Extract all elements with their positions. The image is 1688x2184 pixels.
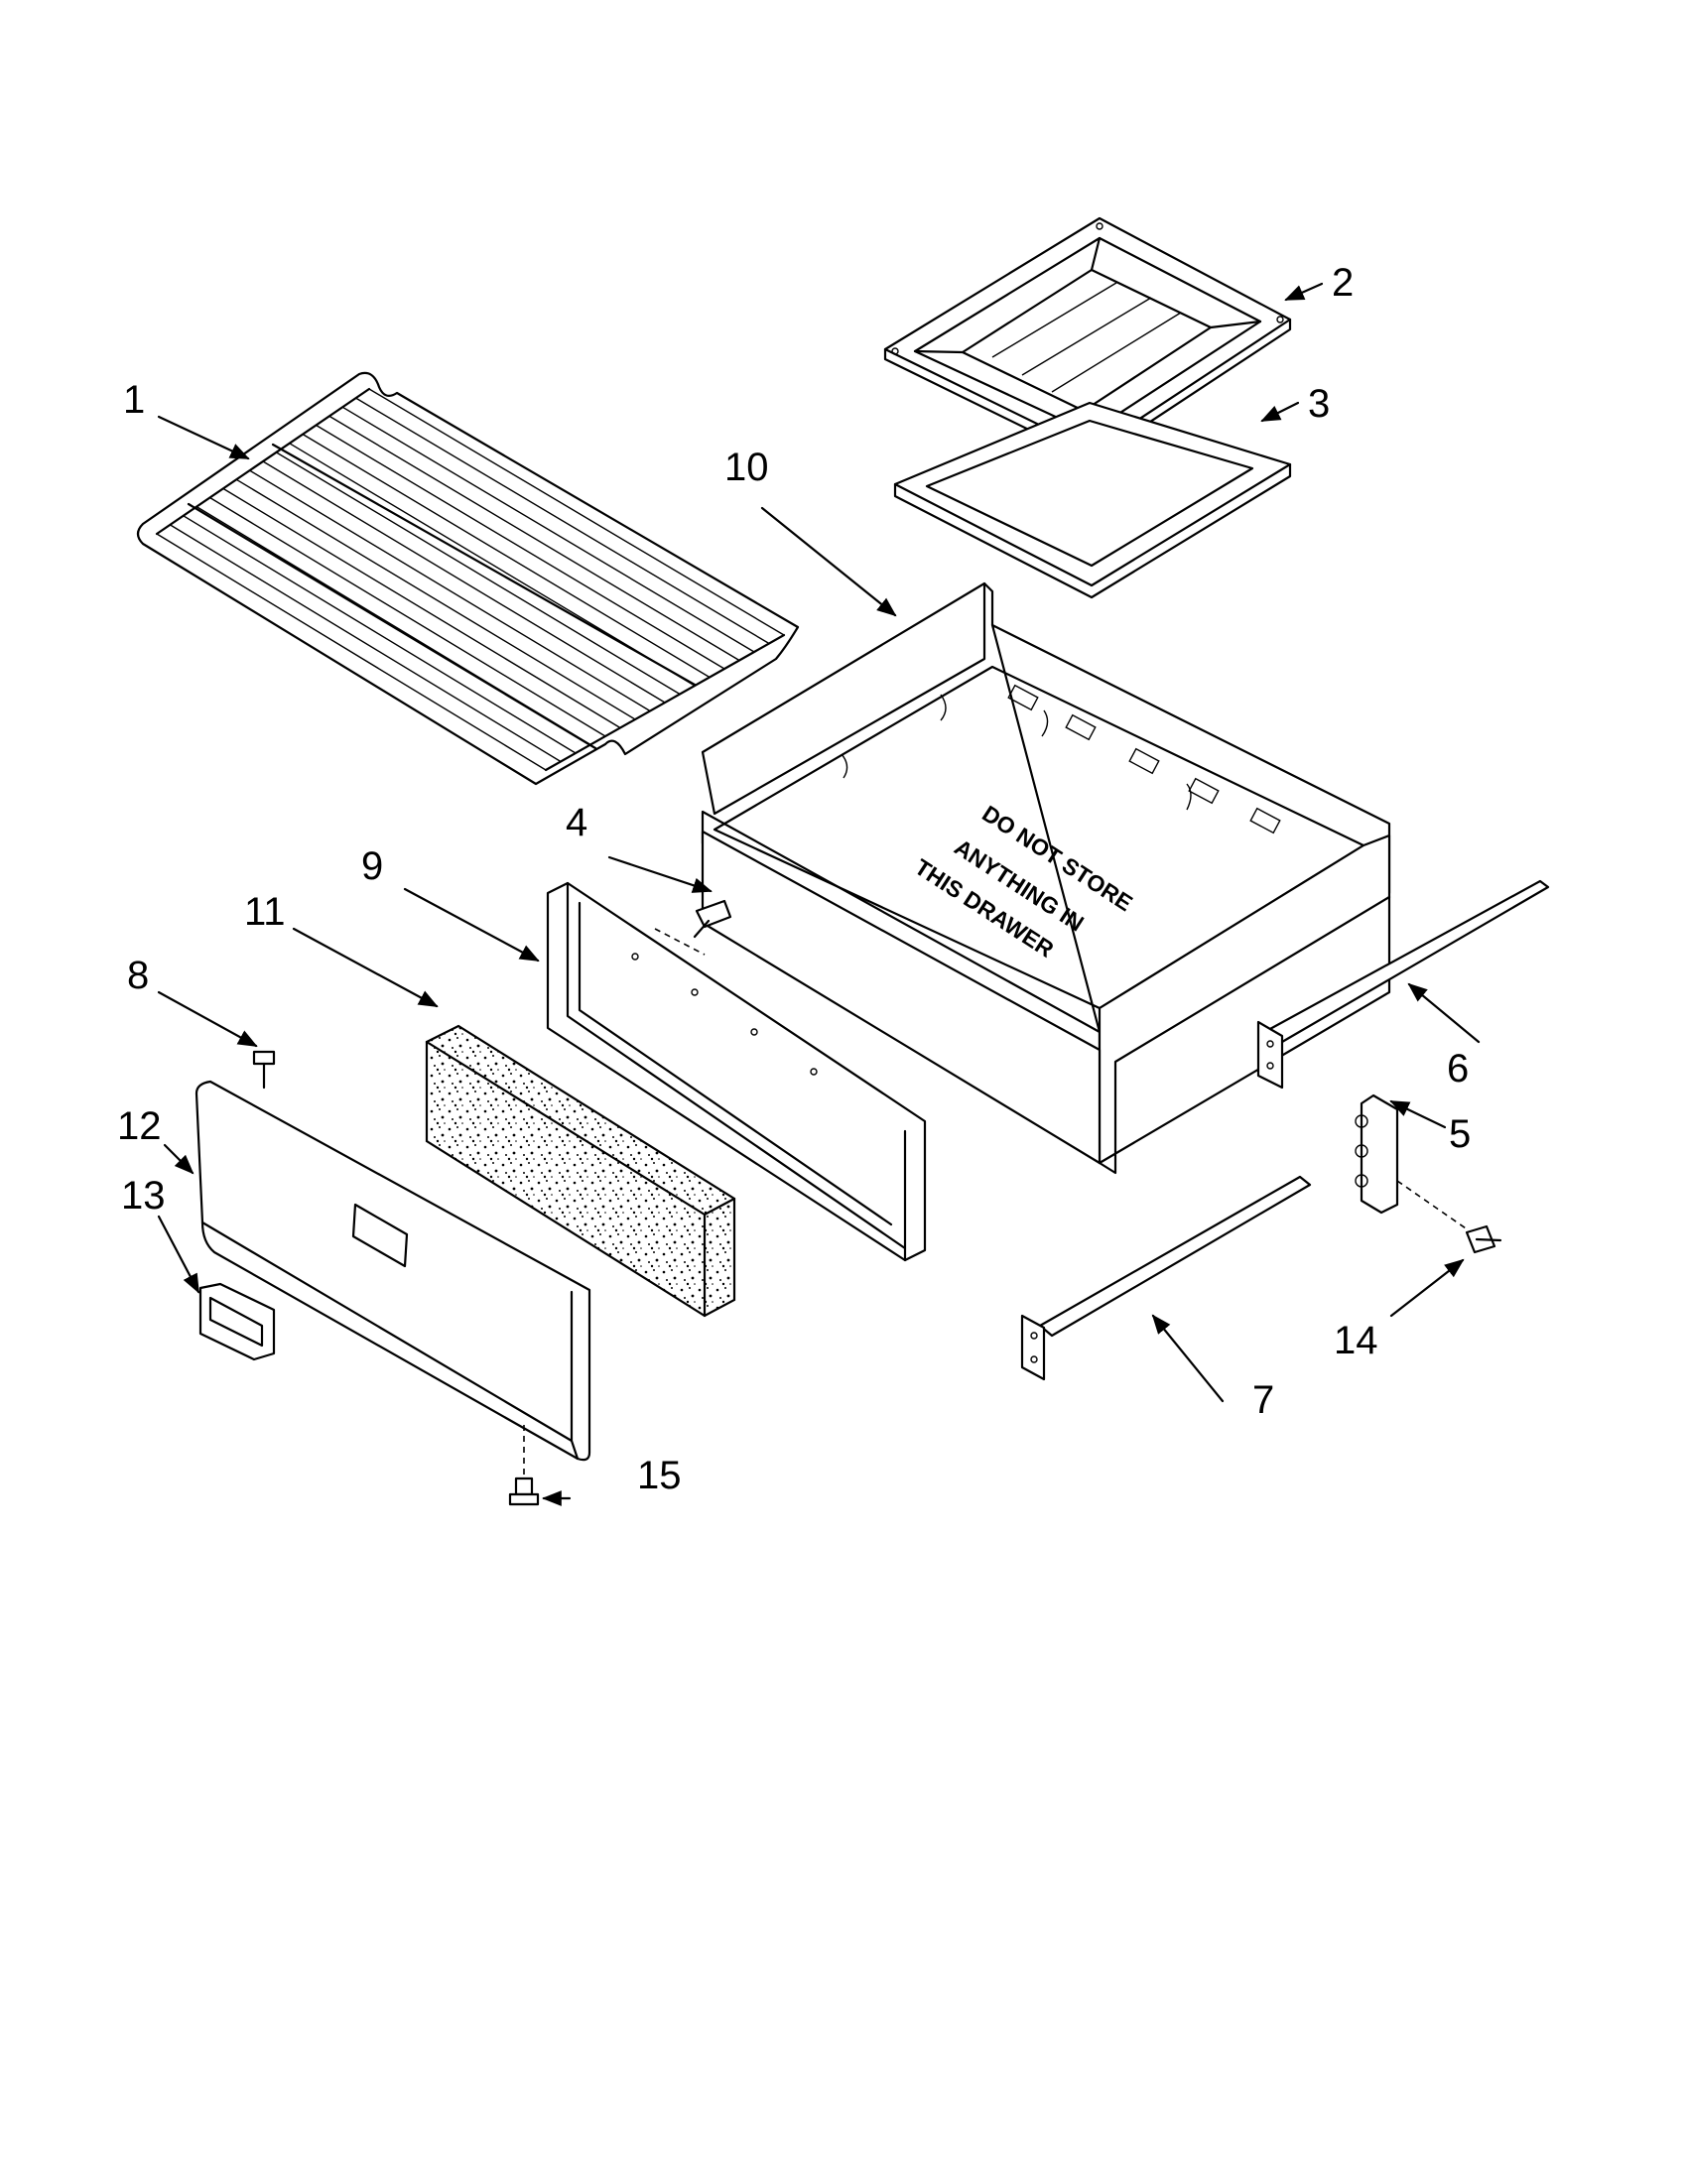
drawer-handle (198, 1282, 276, 1361)
right-drawer-slide (1256, 879, 1550, 1090)
front-panel-screw (693, 899, 732, 939)
rack-wire (276, 451, 681, 696)
callout-11: 11 (244, 890, 286, 934)
callout-9: 9 (361, 844, 383, 888)
callout-13: 13 (121, 1174, 166, 1218)
drawer-gasket (893, 401, 1292, 599)
warming-drawer-box: DO NOT STORE ANYTHING IN THIS DRAWER (701, 581, 1391, 1175)
callout-15: 15 (637, 1454, 682, 1497)
callout-5: 5 (1449, 1112, 1471, 1156)
callout-8: 8 (127, 954, 149, 997)
oven-rack (136, 371, 800, 786)
callout-6: 6 (1447, 1047, 1469, 1091)
rack-wire (249, 469, 651, 712)
rack-wire (328, 415, 740, 662)
callout-7: 7 (1252, 1378, 1274, 1422)
rack-wire (316, 424, 725, 670)
callout-4: 4 (566, 801, 587, 844)
rack-wire (341, 406, 755, 653)
top-screw (252, 1050, 276, 1090)
callout-1: 1 (123, 378, 145, 422)
rack-wire (368, 388, 785, 636)
rack-wire (183, 515, 577, 754)
leader-lines (157, 282, 1481, 1506)
rack-wire (222, 487, 621, 729)
rack-wire (170, 524, 562, 763)
rack-wire (235, 478, 636, 720)
callout-12: 12 (117, 1104, 162, 1148)
callout-10: 10 (724, 446, 769, 489)
callout-3: 3 (1308, 382, 1330, 426)
callout-14: 14 (1334, 1319, 1378, 1362)
rack-wire (156, 533, 547, 771)
rack-wire (355, 397, 770, 645)
rack-wire (302, 433, 711, 679)
rack-wire (209, 496, 606, 737)
slide-bracket (1355, 1093, 1470, 1231)
bracket-screw (1465, 1224, 1502, 1254)
outer-drawer-front (195, 1080, 591, 1462)
drawer-insulation (425, 1024, 736, 1318)
inner-drawer-front (546, 881, 927, 1262)
bottom-screw (508, 1425, 540, 1506)
rack-wire (262, 460, 666, 704)
callout-2: 2 (1332, 261, 1354, 305)
left-drawer-slide (1020, 1175, 1312, 1381)
